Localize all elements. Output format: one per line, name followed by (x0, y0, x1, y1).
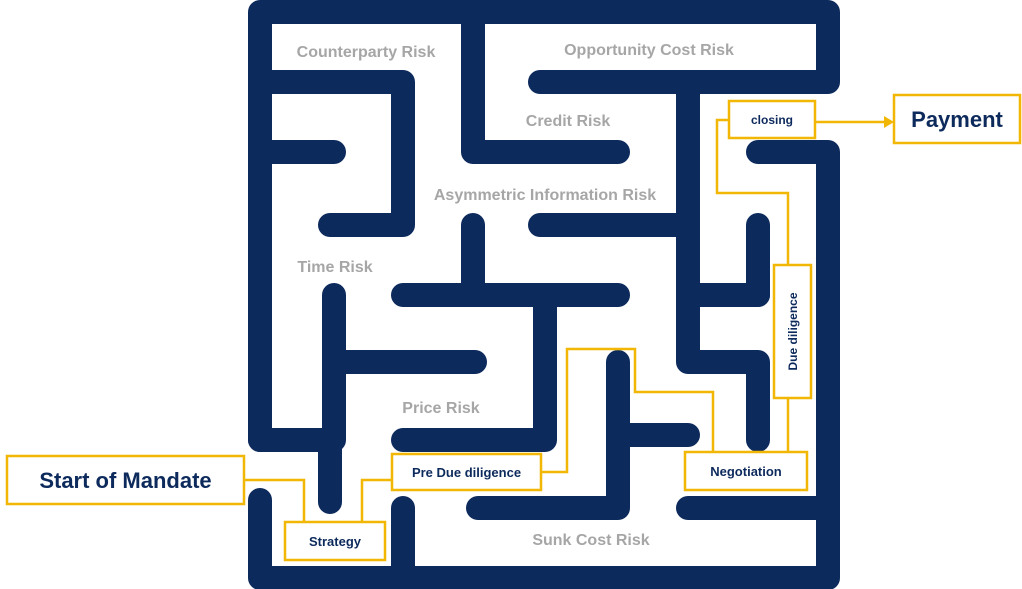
risk-price: Price Risk (402, 400, 479, 417)
risk-time: Time Risk (297, 259, 372, 276)
due-diligence-box (772, 263, 813, 400)
start-of-mandate-box (5, 454, 246, 506)
risk-sunk-cost: Sunk Cost Risk (532, 532, 649, 549)
due-diligence-label: Due diligence (786, 292, 800, 370)
negotiation-box (683, 450, 809, 492)
risk-counterparty: Counterparty Risk (297, 44, 436, 61)
pre-due-diligence-box (390, 452, 543, 492)
risk-credit: Credit Risk (526, 113, 611, 130)
closing-label: closing (751, 113, 793, 127)
strategy-box (283, 520, 387, 562)
negotiation-label: Negotiation (710, 464, 782, 479)
payment-label: Payment (911, 107, 1003, 132)
closing-box (727, 99, 817, 140)
stage-boxes (5, 93, 1022, 562)
payment-box (892, 93, 1022, 145)
arrow-head-icon (884, 116, 894, 128)
path-connectors (244, 118, 884, 522)
stage-labels: Start of Mandate Strategy Pre Due dilige… (39, 107, 1003, 549)
risk-opportunity-cost: Opportunity Cost Risk (564, 42, 734, 59)
start-of-mandate-label: Start of Mandate (39, 468, 211, 493)
risk-labels: Counterparty Risk Opportunity Cost Risk … (297, 42, 734, 549)
strategy-label: Strategy (309, 534, 362, 549)
risk-asymmetric-information: Asymmetric Information Risk (434, 187, 656, 204)
pre-due-diligence-label: Pre Due diligence (412, 465, 521, 480)
maze-walls (248, 0, 840, 589)
